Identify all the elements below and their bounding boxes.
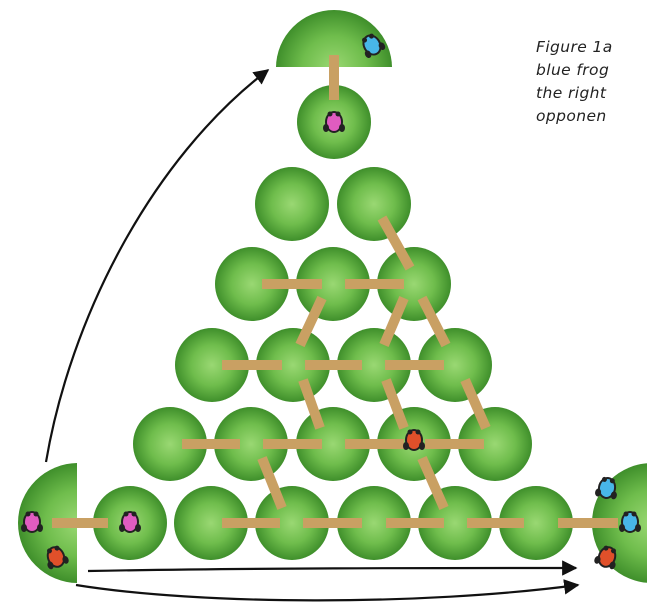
caption-line-1: Figure 1a xyxy=(536,38,613,56)
lily-pad[interactable] xyxy=(133,407,207,481)
bridge xyxy=(417,455,449,511)
lily-pad[interactable] xyxy=(337,486,411,560)
lily-pad[interactable] xyxy=(418,486,492,560)
arrow-left-to-right-2 xyxy=(75,579,580,602)
lily-pad[interactable] xyxy=(255,486,329,560)
lily-pad[interactable] xyxy=(458,407,532,481)
caption-line-4: opponen xyxy=(536,107,607,125)
lily-pad[interactable] xyxy=(174,486,248,560)
home-top[interactable] xyxy=(276,10,392,126)
lily-pad[interactable] xyxy=(256,328,330,402)
blue-frog[interactable] xyxy=(357,30,387,60)
pink-frog[interactable] xyxy=(21,511,43,533)
figure-caption: Figure 1a blue frog the right opponen xyxy=(536,36,647,128)
lily-pad[interactable] xyxy=(377,247,451,321)
blue-frog[interactable] xyxy=(594,475,619,500)
lily-pad[interactable] xyxy=(215,247,289,321)
caption-line-2: blue frog xyxy=(536,61,610,79)
lily-pad[interactable] xyxy=(499,486,573,560)
bridge xyxy=(381,378,409,430)
bridge xyxy=(379,296,409,347)
frogs xyxy=(21,30,641,571)
red-frog[interactable] xyxy=(593,543,621,571)
pink-frog[interactable] xyxy=(119,511,141,533)
move-arrows xyxy=(44,69,580,602)
lily-pad[interactable] xyxy=(255,167,329,241)
pink-frog[interactable] xyxy=(323,111,345,133)
lily-pads xyxy=(93,85,573,560)
lily-pad[interactable] xyxy=(214,407,288,481)
bridge xyxy=(377,215,415,271)
red-frog[interactable] xyxy=(42,543,70,571)
bridges xyxy=(52,55,618,528)
lily-pad[interactable] xyxy=(418,328,492,402)
arrow-left-to-top xyxy=(44,69,270,463)
blue-frog[interactable] xyxy=(619,511,641,533)
bridge xyxy=(460,377,491,431)
bridge xyxy=(295,295,327,348)
bridge xyxy=(257,456,287,510)
bridge xyxy=(417,295,451,348)
caption-line-3: the right xyxy=(536,84,607,102)
lily-pad[interactable] xyxy=(337,167,411,241)
red-frog[interactable] xyxy=(403,429,425,451)
lily-pad[interactable] xyxy=(175,328,249,402)
arrow-left-to-right-1 xyxy=(87,560,578,576)
bridge xyxy=(298,378,325,430)
